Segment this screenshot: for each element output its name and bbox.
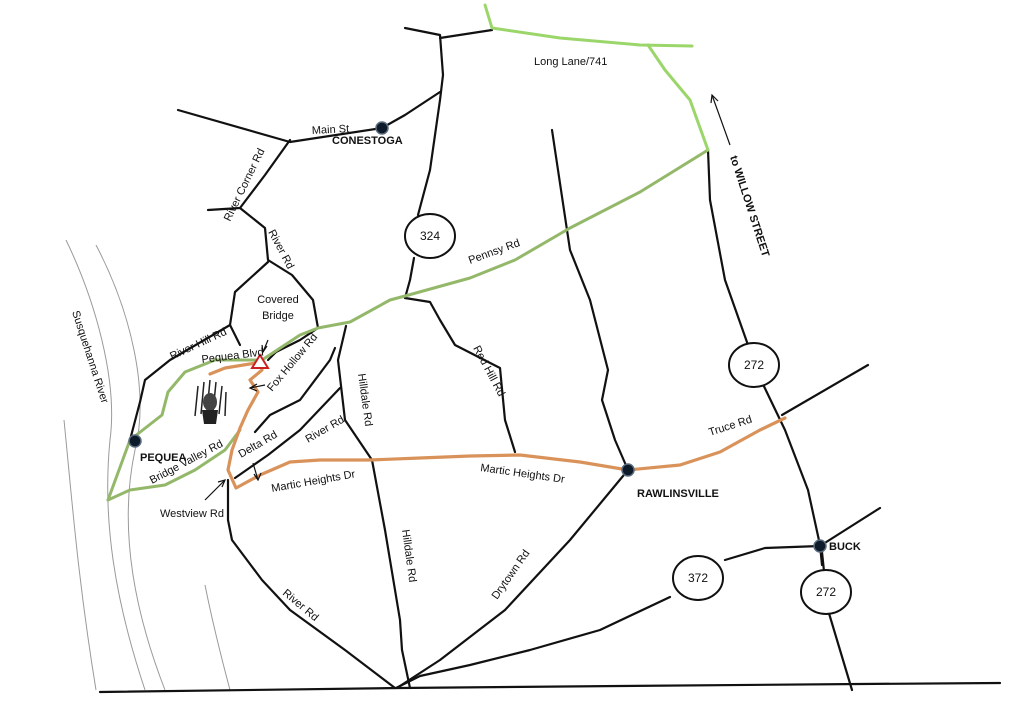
road-label-pennsy-rd: Pennsy Rd xyxy=(467,237,522,267)
shield-label: 372 xyxy=(688,571,708,585)
road-label-martic-heights-dr-west: Martic Heights Dr xyxy=(270,468,356,495)
shield-272-south: 272 xyxy=(800,569,852,615)
road-label-delta-rd: Delta Rd xyxy=(237,429,280,461)
road-label-hilldale-rd-south: Hilldale Rd xyxy=(399,529,418,583)
river-label-susquehanna: Susquehanna River xyxy=(69,309,110,405)
town-dot-pequea xyxy=(128,434,142,448)
north-arrow-icon xyxy=(710,93,731,146)
covered-bridge-label-line2: Bridge xyxy=(262,310,294,322)
shield-label: 324 xyxy=(420,229,440,243)
road-label-hilldale-rd-north: Hilldale Rd xyxy=(355,373,374,427)
road-label-drytown-rd: Drytown Rd xyxy=(490,548,533,602)
town-dot-conestoga xyxy=(375,121,389,135)
road-label-martic-heights-dr-east: Martic Heights Dr xyxy=(480,462,566,486)
road-label-river-rd-north: River Rd xyxy=(265,228,296,271)
roads xyxy=(98,26,1002,694)
town-label-buck: BUCK xyxy=(829,541,861,553)
town-label-pequea: PEQUEA xyxy=(140,452,187,464)
orange-route xyxy=(208,360,787,490)
road-label-truce-rd: Truce Rd xyxy=(707,414,753,439)
road-label-main-st: Main St xyxy=(312,123,350,137)
covered-bridge-marker-icon xyxy=(250,353,270,369)
town-label-rawlinsville: RAWLINSVILLE xyxy=(637,488,719,500)
shield-372: 372 xyxy=(672,555,724,601)
road-label-westview-rd: Westview Rd xyxy=(160,508,224,520)
town-dots xyxy=(128,121,827,553)
green-route xyxy=(106,3,710,502)
arrows xyxy=(204,93,731,501)
town-label-conestoga: CONESTOGA xyxy=(332,135,403,147)
town-dot-buck xyxy=(813,539,827,553)
road-label-long-lane: Long Lane/741 xyxy=(534,56,607,68)
to-willow-street-label: to WILLOW STREET xyxy=(727,154,771,259)
native-american-headdress-icon xyxy=(194,379,227,424)
covered-bridge-label-line1: Covered xyxy=(257,294,299,306)
town-dot-rawlinsville xyxy=(621,463,635,477)
road-label-red-hill-rd: Red Hill Rd xyxy=(470,344,507,399)
river-banks xyxy=(63,239,231,691)
shield-272-north: 272 xyxy=(728,342,780,388)
shield-label: 272 xyxy=(816,585,836,599)
shield-label: 272 xyxy=(744,358,764,372)
shield-324: 324 xyxy=(404,213,456,259)
